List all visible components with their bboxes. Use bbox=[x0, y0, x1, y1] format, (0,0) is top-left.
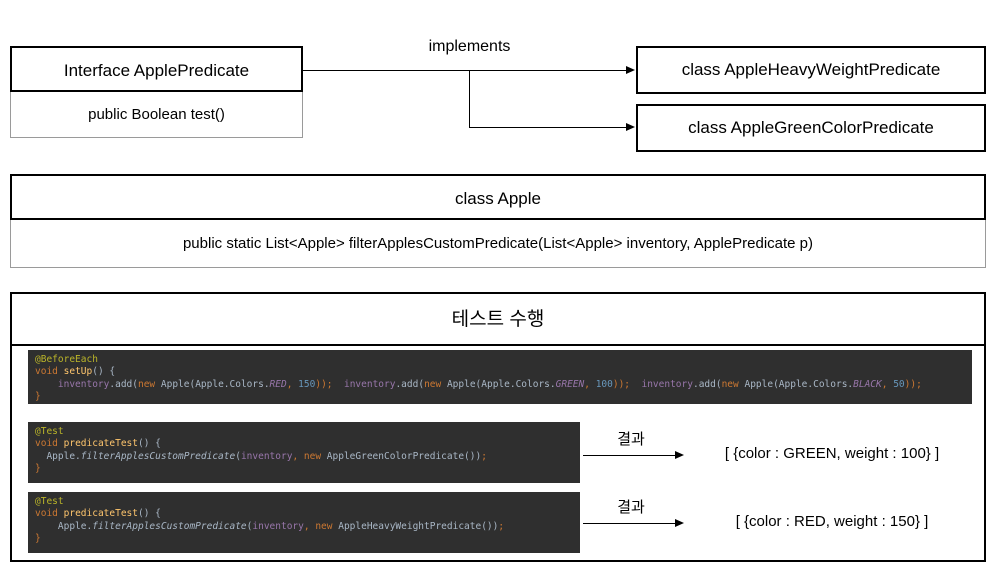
code-const-black: BLACK bbox=[853, 378, 882, 390]
code-annotation: @Test bbox=[35, 496, 64, 507]
code-indent bbox=[35, 451, 46, 462]
interface-applepredicate-box: Interface ApplePredicate public Boolean … bbox=[10, 46, 303, 138]
implements-connector-horizontal bbox=[303, 70, 626, 72]
code-close-3: )); bbox=[904, 378, 922, 390]
code-keyword-new-2: new bbox=[424, 378, 442, 390]
code-apple-ctor-3: Apple(Apple.Colors. bbox=[738, 378, 854, 390]
code-block-test-green: @Test void predicateTest() { Apple.filte… bbox=[28, 422, 580, 483]
interface-title: Interface ApplePredicate bbox=[10, 46, 303, 92]
code-keyword-void: void bbox=[35, 508, 58, 520]
code-var-inventory-2: inventory bbox=[343, 378, 396, 390]
code-comma-1: , bbox=[286, 378, 299, 390]
code-const-red: RED bbox=[269, 378, 287, 390]
code-keyword-void: void bbox=[35, 366, 58, 378]
result-value-green: [ {color : GREEN, weight : 100} ] bbox=[724, 445, 940, 462]
class-apple-method: public static List<Apple> filterApplesCu… bbox=[10, 220, 986, 268]
result-label-green: 결과 bbox=[617, 431, 645, 448]
code-block-test-heavy: @Test void predicateTest() { Apple.filte… bbox=[28, 492, 580, 553]
result-label-red: 결과 bbox=[617, 499, 645, 516]
code-receiver: Apple. bbox=[46, 450, 81, 462]
class-appleheavyweightpredicate-box: class AppleHeavyWeightPredicate bbox=[636, 46, 986, 94]
arrow-head-icon-green bbox=[626, 123, 635, 132]
code-num-100: 100 bbox=[595, 378, 613, 390]
code-dot-add-1: .add( bbox=[109, 378, 138, 390]
code-gap-2 bbox=[630, 379, 641, 390]
result-arrow-line-red bbox=[583, 523, 675, 525]
result-value-red: [ {color : RED, weight : 150} ] bbox=[735, 513, 929, 530]
code-signature: () { bbox=[137, 438, 161, 450]
code-signature: () { bbox=[137, 508, 161, 520]
code-close-1: )); bbox=[315, 378, 333, 390]
test-panel-title: 테스트 수행 bbox=[12, 294, 984, 346]
code-gap-1 bbox=[333, 379, 344, 390]
code-block-setup: @BeforeEach void setUp() { inventory.add… bbox=[28, 350, 972, 404]
code-keyword-new-3: new bbox=[721, 378, 739, 390]
code-comma: , bbox=[303, 520, 316, 532]
code-var-inventory-1: inventory bbox=[57, 378, 110, 390]
code-keyword-void: void bbox=[35, 438, 58, 450]
class-apple-title: class Apple bbox=[10, 174, 986, 220]
code-brace-close: } bbox=[35, 391, 41, 403]
code-semicolon: ; bbox=[481, 450, 487, 462]
interface-method: public Boolean test() bbox=[10, 92, 303, 138]
class-applegreencolorpredicate-box: class AppleGreenColorPredicate bbox=[636, 104, 986, 152]
code-dot-add-2: .add( bbox=[395, 378, 425, 390]
arrow-head-icon-result-green bbox=[675, 451, 684, 460]
code-semicolon: ; bbox=[498, 520, 505, 532]
code-receiver: Apple. bbox=[57, 520, 93, 532]
code-num-50: 50 bbox=[893, 378, 905, 390]
code-brace-close: } bbox=[35, 463, 41, 475]
code-annotation: @BeforeEach bbox=[35, 354, 98, 365]
code-arg-inventory: inventory bbox=[252, 520, 304, 532]
code-keyword-new: new bbox=[315, 520, 333, 532]
code-function-name: predicateTest bbox=[63, 508, 138, 520]
code-arg-inventory: inventory bbox=[240, 450, 293, 462]
code-comma-2: , bbox=[584, 378, 596, 390]
impl-heavy-label: class AppleHeavyWeightPredicate bbox=[681, 60, 941, 79]
result-arrow-line-green bbox=[583, 455, 675, 457]
code-keyword-new: new bbox=[303, 450, 322, 462]
code-keyword-new-1: new bbox=[137, 378, 156, 390]
code-apple-ctor-2: Apple(Apple.Colors. bbox=[441, 378, 556, 390]
code-function-name: setUp bbox=[63, 366, 93, 378]
code-method-call: filterApplesCustomPredicate bbox=[92, 520, 247, 532]
code-var-inventory-3: inventory bbox=[641, 378, 693, 390]
code-apple-ctor-1: Apple(Apple.Colors. bbox=[155, 378, 270, 390]
code-indent bbox=[35, 521, 58, 532]
class-apple-panel: class Apple public static List<Apple> fi… bbox=[10, 174, 986, 268]
code-paren-open: ( bbox=[246, 520, 253, 532]
code-constructor: AppleGreenColorPredicate()) bbox=[321, 450, 482, 462]
arrow-head-icon-result-red bbox=[675, 519, 684, 528]
code-num-150: 150 bbox=[298, 378, 316, 390]
code-paren-open: ( bbox=[235, 450, 241, 462]
implements-label: implements bbox=[428, 38, 511, 55]
code-dot-add-3: .add( bbox=[692, 378, 722, 390]
impl-green-label: class AppleGreenColorPredicate bbox=[688, 118, 934, 137]
code-const-green: GREEN bbox=[555, 378, 585, 390]
implements-connector-vertical bbox=[469, 70, 471, 128]
code-function-name: predicateTest bbox=[63, 438, 138, 450]
implements-connector-horizontal-lower bbox=[469, 127, 626, 129]
code-comma: , bbox=[292, 450, 304, 462]
arrow-head-icon-heavy bbox=[626, 66, 635, 75]
code-close-2: )); bbox=[612, 378, 631, 390]
code-indent bbox=[35, 379, 58, 390]
code-brace-close: } bbox=[35, 533, 41, 545]
code-signature: () { bbox=[92, 366, 116, 378]
code-comma-3: , bbox=[881, 378, 894, 390]
code-annotation: @Test bbox=[35, 426, 64, 437]
code-constructor: AppleHeavyWeightPredicate()) bbox=[332, 520, 499, 532]
code-method-call: filterApplesCustomPredicate bbox=[80, 450, 236, 462]
